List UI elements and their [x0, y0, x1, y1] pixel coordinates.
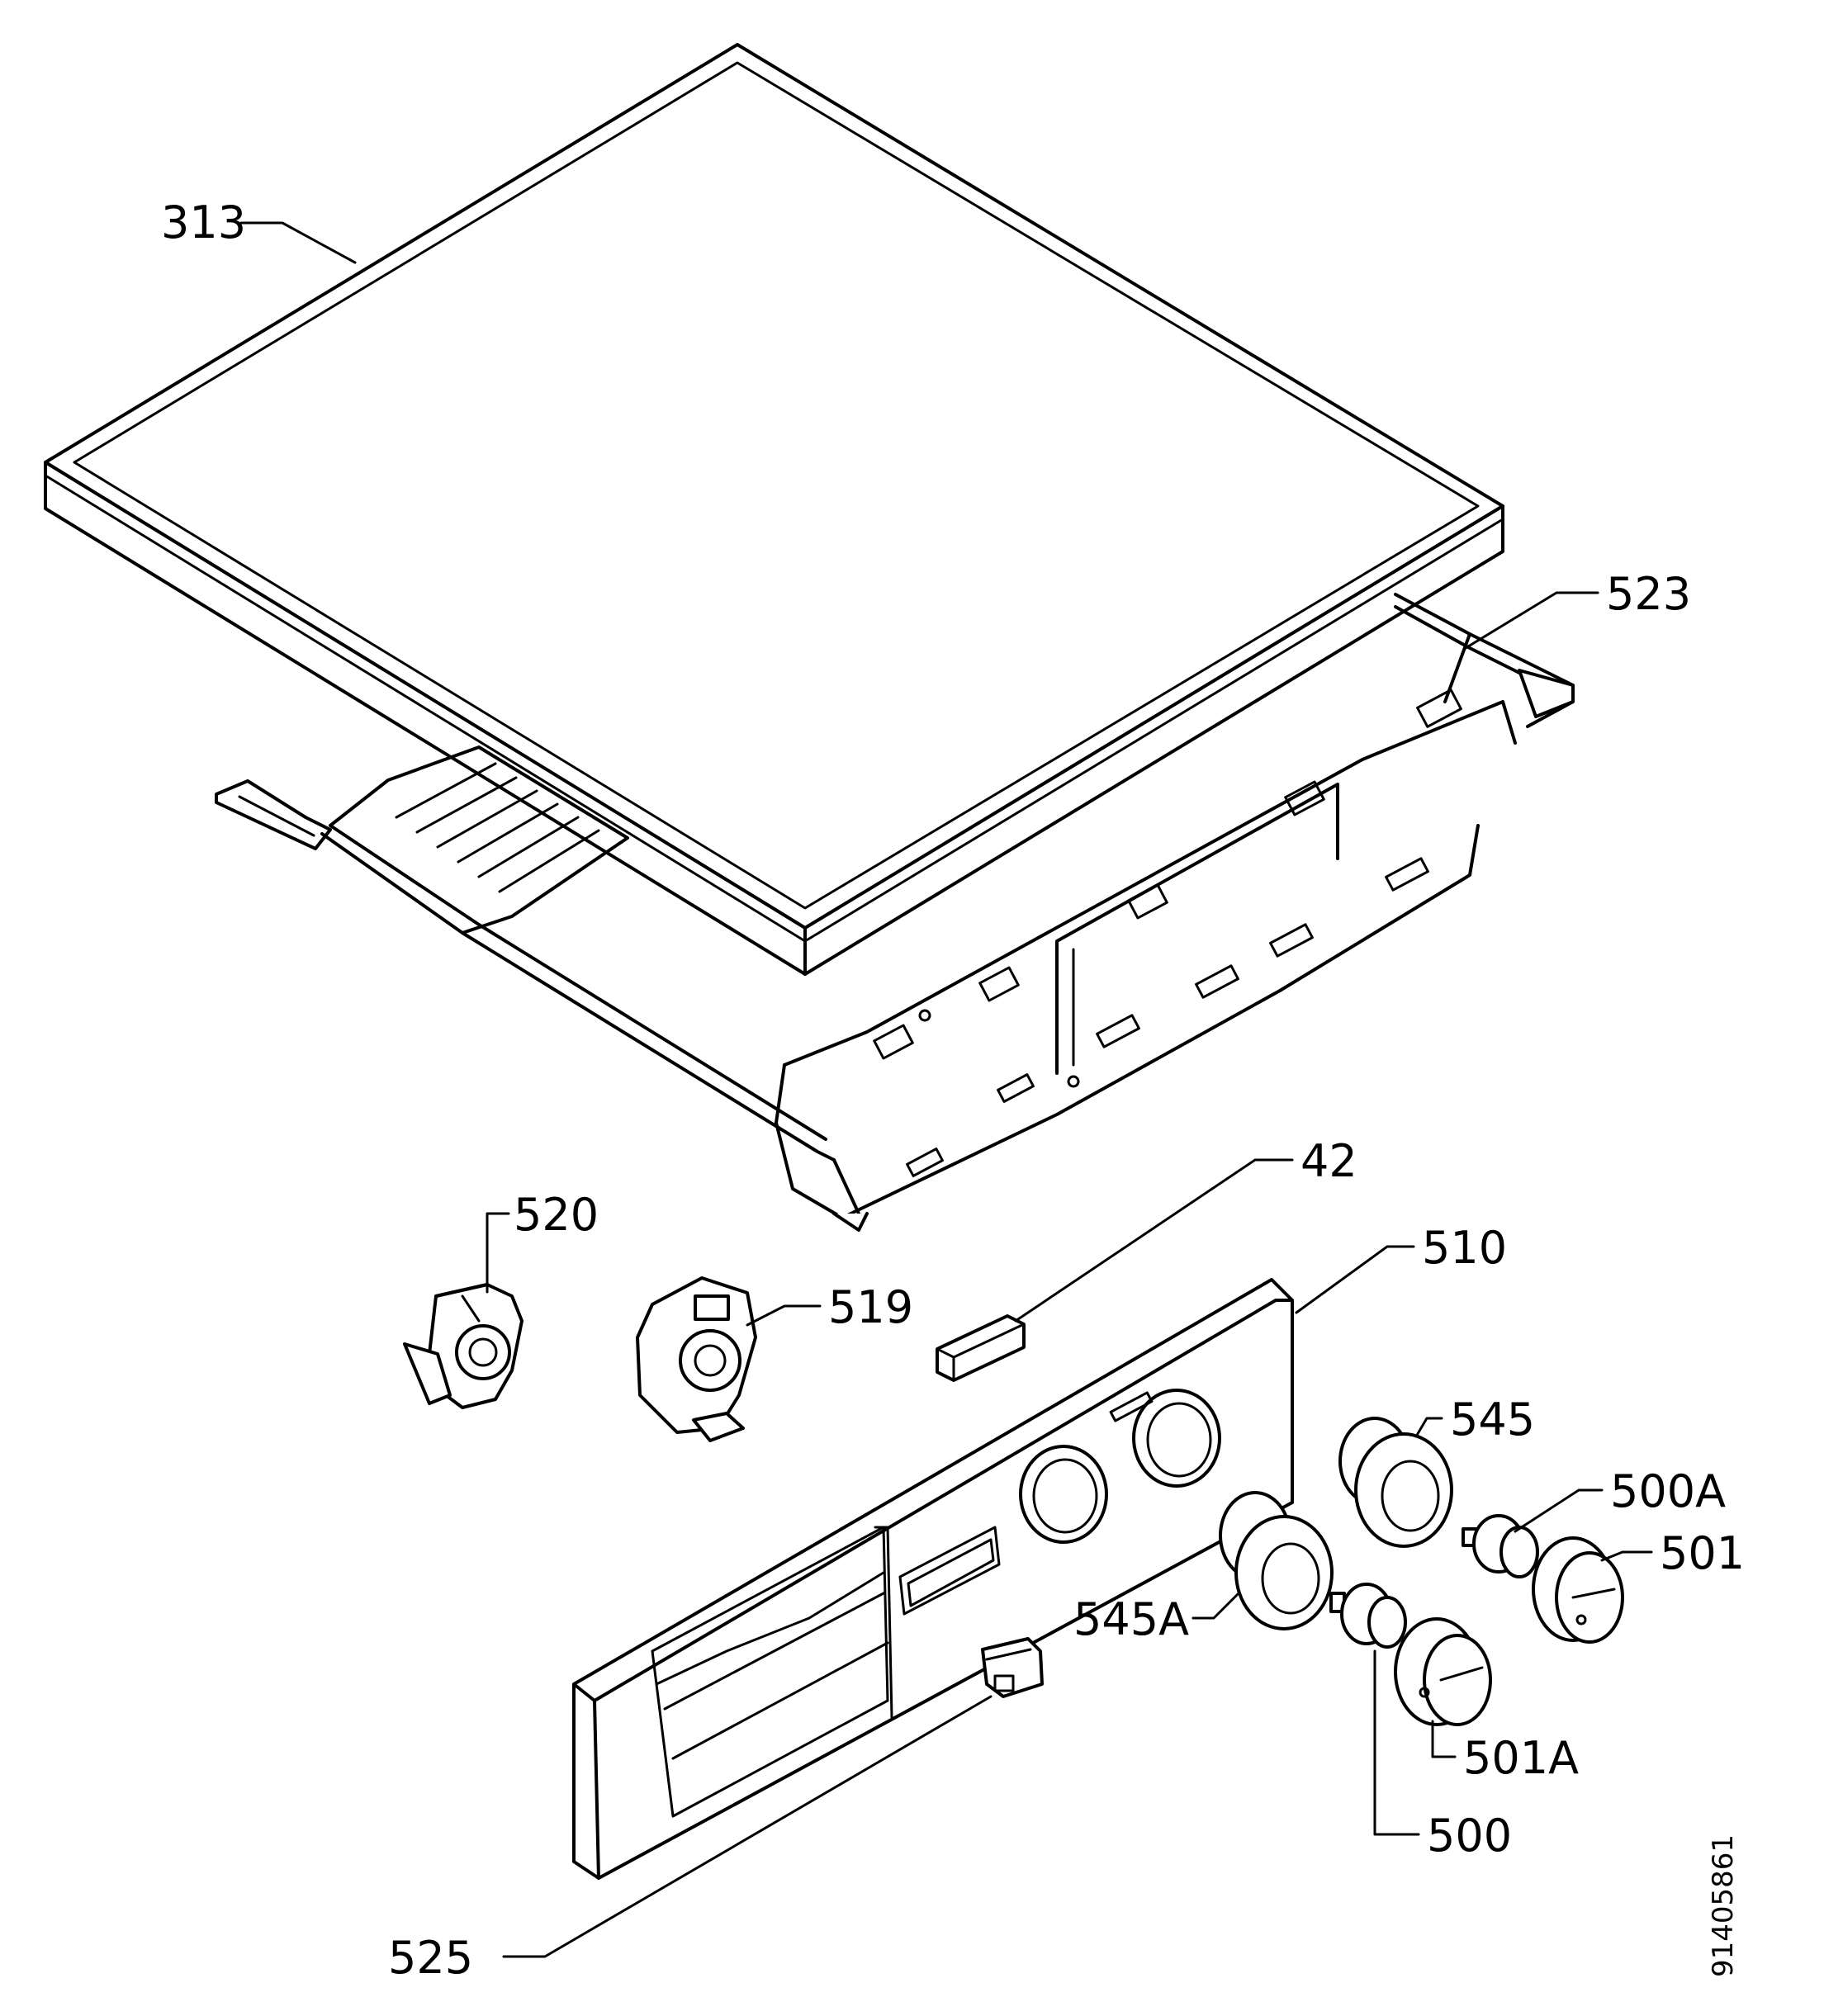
- label-523: 523: [1606, 568, 1691, 620]
- label-313: 313: [161, 196, 246, 248]
- label-519: 519: [828, 1281, 913, 1333]
- part-523-frame: [215, 593, 1575, 1232]
- label-501a: 501A: [1463, 1732, 1579, 1784]
- part-42-indicator: [936, 1314, 1026, 1382]
- part-545-bezel: [1338, 1417, 1453, 1548]
- part-501a-knob: [1394, 1617, 1492, 1726]
- part-500-adaptor: [1329, 1583, 1407, 1649]
- part-525-switch: [981, 1637, 1044, 1698]
- label-520: 520: [514, 1189, 599, 1241]
- vent-slots: [395, 762, 600, 893]
- label-42: 42: [1300, 1135, 1357, 1187]
- part-labels: 313 523 42 520 519 510 545 500A 501 545A…: [161, 196, 1745, 1984]
- part-545a-bezel: [1219, 1491, 1334, 1630]
- label-500: 500: [1427, 1810, 1512, 1862]
- part-510-control-panel: [572, 1278, 1294, 1880]
- label-501: 501: [1660, 1527, 1745, 1579]
- part-519-switch: [636, 1276, 757, 1442]
- document-number: 91405861: [1707, 1834, 1740, 1977]
- part-500a-adaptor: [1462, 1514, 1539, 1578]
- part-501-knob: [1532, 1536, 1624, 1644]
- frame-slots: [873, 689, 1462, 1177]
- label-500a: 500A: [1610, 1465, 1726, 1517]
- part-520-switch: [403, 1283, 524, 1409]
- label-545a: 545A: [1073, 1593, 1189, 1645]
- label-525: 525: [388, 1932, 473, 1984]
- leader-lines: [239, 221, 1653, 1958]
- label-510: 510: [1422, 1222, 1507, 1274]
- part-313-top-cover: [44, 43, 1504, 976]
- label-545: 545: [1450, 1394, 1535, 1446]
